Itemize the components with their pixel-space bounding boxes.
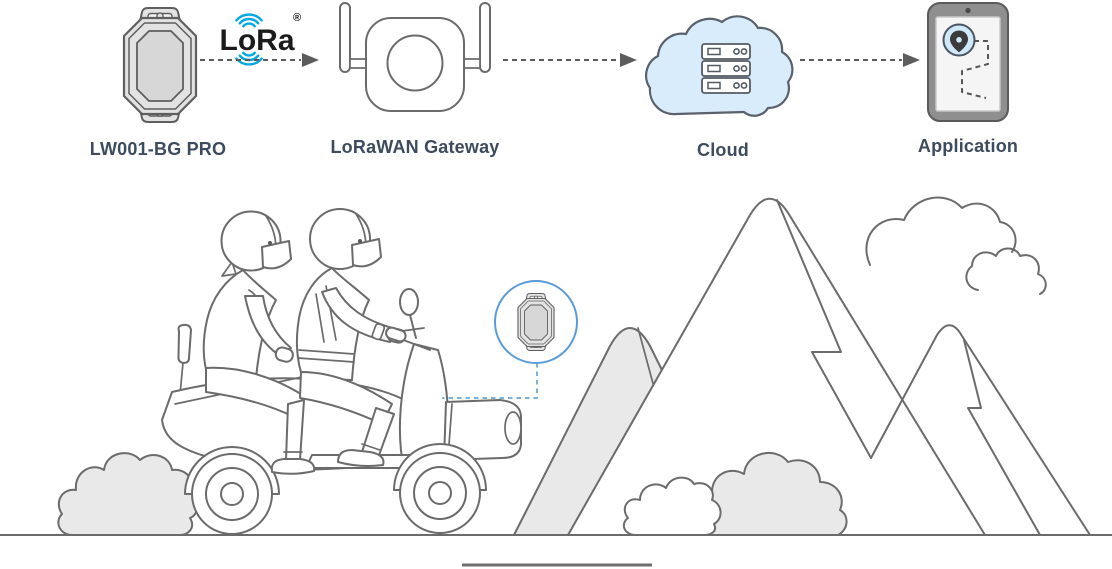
phone-camera-dot	[965, 7, 971, 14]
passenger-shoe	[270, 458, 316, 475]
label-tracker-device: LW001-BG PRO	[89, 139, 227, 159]
label-application: Application	[917, 136, 1019, 156]
location-pin-icon	[942, 23, 976, 57]
sky-clouds	[865, 196, 1047, 295]
mirror	[399, 288, 419, 316]
label-cloud: Cloud	[697, 140, 749, 160]
passenger-glove	[274, 346, 294, 363]
right-mountain	[870, 324, 1091, 536]
driver-shoe	[337, 449, 385, 467]
passenger-scarf	[221, 261, 237, 277]
passenger-shin	[285, 399, 305, 461]
lora-logo-text: LoRa	[220, 24, 295, 57]
center-white-bush	[622, 476, 722, 536]
mountain-ridge-lightning-2	[963, 339, 1041, 536]
mountain-ridge-lightning	[776, 199, 872, 459]
tail-light	[177, 323, 192, 364]
passenger-eye	[268, 241, 272, 245]
handlebar-assembly	[385, 288, 431, 351]
front-wheel	[393, 443, 487, 534]
rear-wheel	[184, 446, 280, 535]
flow-arrow-2	[503, 53, 637, 67]
flow-arrow-1	[200, 53, 319, 67]
label-gateway: LoRaWAN Gateway	[330, 137, 500, 157]
tracker-callout	[442, 280, 578, 399]
driver-eye	[358, 239, 362, 243]
bushes	[57, 452, 848, 536]
callout-connector	[442, 363, 538, 399]
handle-grip	[385, 326, 407, 343]
front-body	[443, 399, 522, 461]
driver-mask	[351, 238, 382, 268]
lora-registered-mark: ®	[293, 12, 301, 24]
cloud-server-icon	[645, 15, 794, 117]
route-path	[961, 40, 989, 99]
big-mountain	[567, 197, 986, 536]
rider-passenger	[202, 210, 316, 475]
left-bush	[57, 452, 199, 536]
phone-app-icon	[927, 2, 1009, 122]
tracker-device-icon	[122, 6, 198, 124]
tracker-device-mini-icon	[517, 292, 555, 352]
flow-arrow-3	[800, 53, 920, 67]
lora-logo: LoRa ®	[220, 12, 301, 66]
headlight	[504, 411, 522, 445]
server-rack-icon	[701, 43, 751, 94]
driver-wristband	[371, 323, 386, 341]
rider-driver	[295, 208, 406, 467]
lorawan-gateway-icon	[339, 2, 491, 112]
passenger-mask	[261, 240, 292, 270]
